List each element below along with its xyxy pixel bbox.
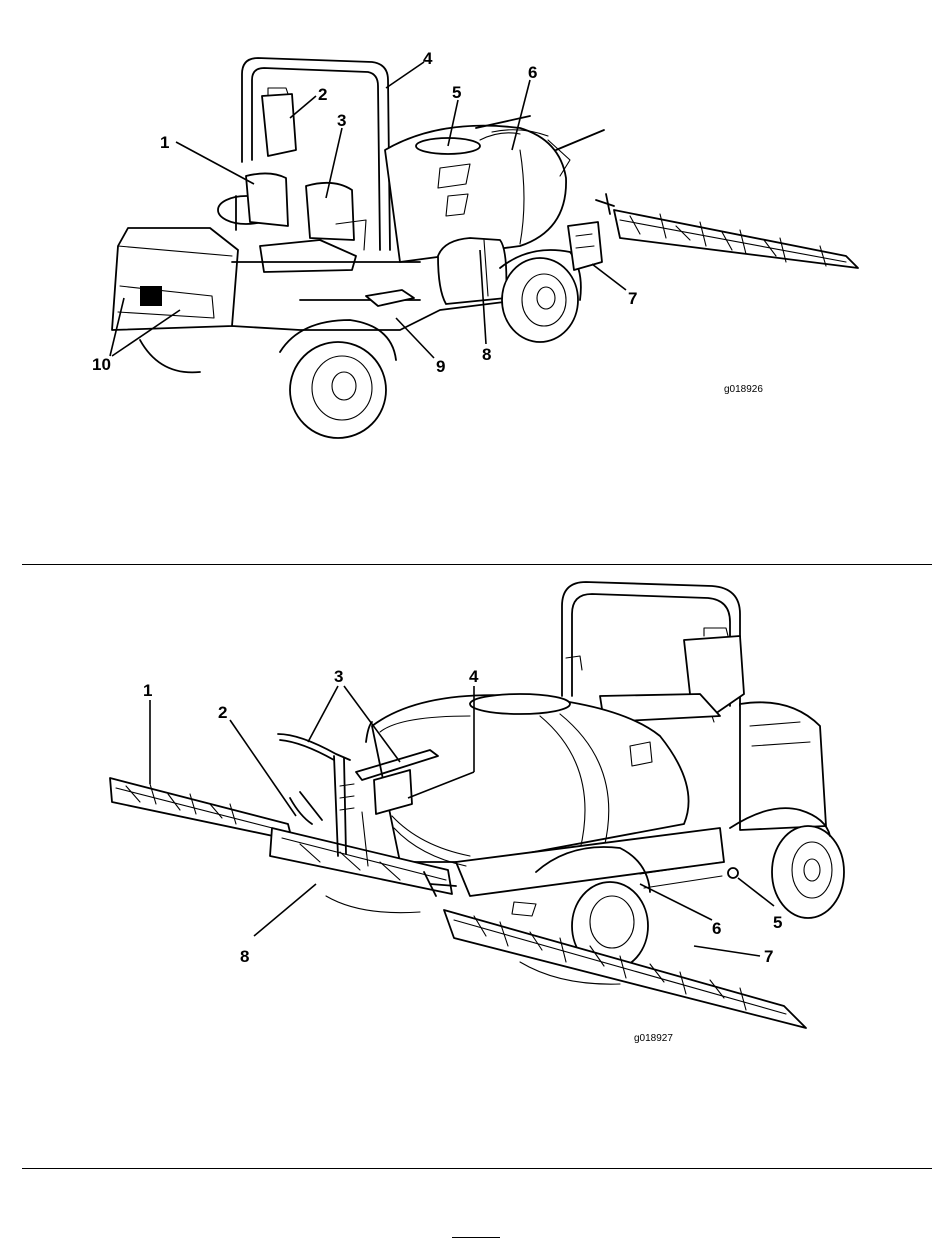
- callout-3: 3: [337, 112, 346, 129]
- callout-6: 6: [712, 920, 721, 937]
- leader-lines-top: [0, 0, 950, 560]
- figure-bottom: 1 2 3 4 5 6 7 8 g018927: [0, 566, 950, 1166]
- callout-8: 8: [482, 346, 491, 363]
- callout-8: 8: [240, 948, 249, 965]
- callout-7: 7: [628, 290, 637, 307]
- figure-top: 1 2 3 4 5 6 7 8 9 10 g018926: [0, 0, 950, 560]
- callout-7: 7: [764, 948, 773, 965]
- figure-id: g018926: [724, 385, 763, 395]
- callout-1: 1: [160, 134, 169, 151]
- callout-5: 5: [452, 84, 461, 101]
- callout-3: 3: [334, 668, 343, 685]
- page-footer-line: [452, 1237, 500, 1238]
- callout-6: 6: [528, 64, 537, 81]
- callout-10: 10: [92, 356, 111, 373]
- section-divider: [22, 1168, 932, 1169]
- callout-4: 4: [469, 668, 478, 685]
- callout-1: 1: [143, 682, 152, 699]
- section-divider: [22, 564, 932, 565]
- callout-4: 4: [423, 50, 432, 67]
- callout-5: 5: [773, 914, 782, 931]
- figure-id: g018927: [634, 1034, 673, 1044]
- callout-2: 2: [318, 86, 327, 103]
- leader-lines-bottom: [0, 566, 950, 1166]
- callout-9: 9: [436, 358, 445, 375]
- callout-2: 2: [218, 704, 227, 721]
